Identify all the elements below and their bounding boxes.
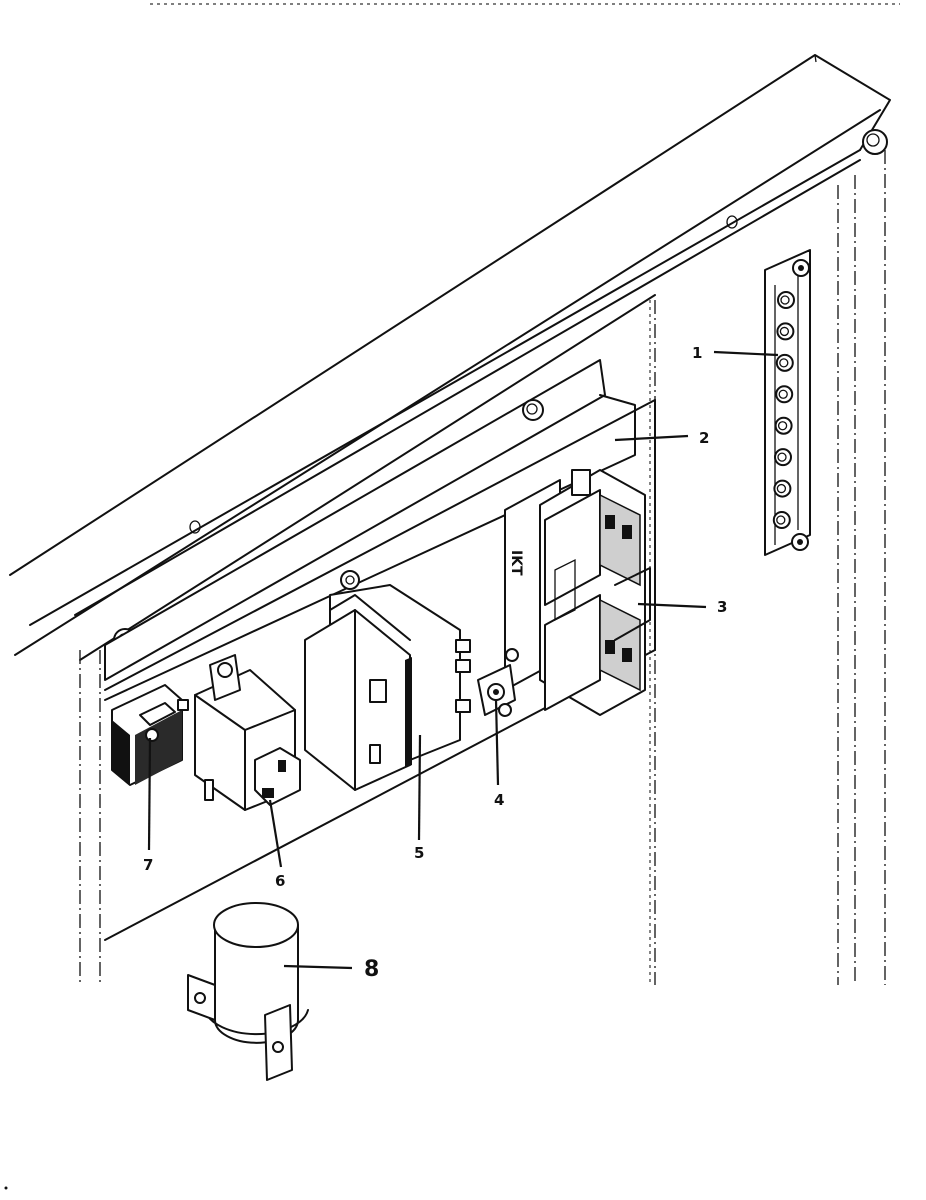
contactor-relay: IKT <box>504 469 651 716</box>
callout-5: 5 <box>414 844 424 862</box>
relay-box <box>194 654 301 811</box>
terminal-screw <box>791 533 809 551</box>
mounting-plate <box>104 359 656 941</box>
terminal-screw <box>774 416 793 435</box>
relay-marking: IKT <box>508 550 524 576</box>
callout-2: 2 <box>699 429 709 447</box>
terminal-block <box>111 684 189 786</box>
terminal-screw <box>776 322 795 341</box>
terminal-screw <box>777 291 795 309</box>
cover-hole <box>726 215 738 229</box>
terminal-screw <box>775 385 794 404</box>
plate-bolt <box>522 399 544 421</box>
callout-3: 3 <box>717 598 727 616</box>
leader-8 <box>283 964 353 970</box>
cabinet-top-cover <box>9 54 891 661</box>
callout-4: 4 <box>494 791 504 809</box>
callout-7: 7 <box>143 856 153 874</box>
callout-6: 6 <box>275 872 285 890</box>
transformer-bolt <box>340 570 360 590</box>
callout-1: 1 <box>692 344 702 362</box>
ground-lug <box>477 664 516 717</box>
leader-7 <box>147 737 152 851</box>
capacitor <box>187 902 309 1081</box>
leader-3 <box>637 602 707 609</box>
leader-4 <box>494 699 500 786</box>
terminal-screw <box>772 511 791 529</box>
callouts: 1 2 3 4 5 6 7 8 <box>143 344 727 982</box>
transformer <box>304 570 471 791</box>
cover-bolt <box>862 129 888 155</box>
cover-hole <box>189 520 201 534</box>
terminal-strip <box>764 249 811 556</box>
leader-2 <box>614 434 689 442</box>
leader-1 <box>713 350 779 357</box>
scan-speck <box>4 1186 8 1190</box>
leader-5 <box>417 734 422 841</box>
terminal-screw <box>774 448 792 467</box>
terminal-screw <box>792 259 810 277</box>
leader-6 <box>268 799 283 868</box>
terminal-screw <box>775 353 794 372</box>
callout-8: 8 <box>364 957 379 982</box>
leader-lines <box>147 350 779 970</box>
terminal-screw <box>773 479 792 498</box>
